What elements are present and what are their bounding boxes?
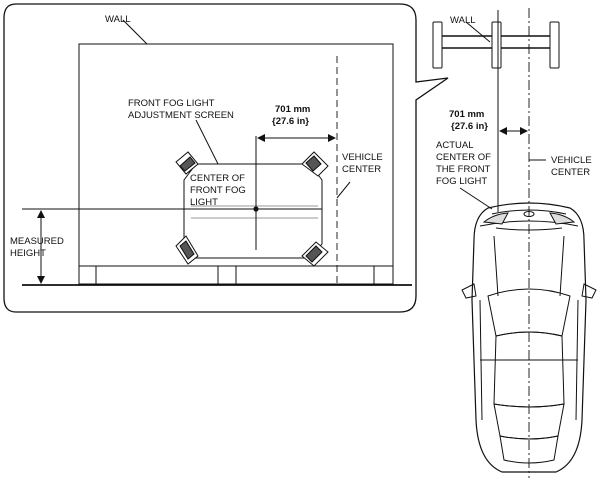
screen-stand (79, 265, 393, 285)
vehicle-center-leader (336, 181, 351, 199)
actual-center-label-line3: THE FRONT (436, 164, 491, 175)
actual-center-leader (459, 187, 493, 210)
callout-frame (3, 3, 449, 313)
car-body-outline (471, 202, 587, 473)
screen-clamp-top-left (175, 151, 199, 175)
car-top-view (461, 202, 597, 473)
top-wall-label: WALL (450, 15, 476, 26)
screen-clamp-bottom-left (175, 235, 199, 265)
wall-label: WALL (105, 14, 131, 25)
top-wall-leader (465, 21, 491, 43)
distance-in-label: {27.6 in} (272, 116, 309, 127)
screen-clamp-top-right (301, 151, 329, 177)
center-label-line2: FRONT FOG (190, 185, 246, 196)
top-distance-in-label: {27.6 in} (451, 121, 488, 132)
vehicle-center-label-line2: CENTER (342, 164, 381, 175)
screen-label-leader (195, 119, 219, 165)
actual-center-label-line2: CENTER OF (436, 152, 491, 163)
measured-height-label-line1: MEASURED (10, 236, 64, 247)
center-label-line3: LIGHT (190, 197, 218, 208)
screen-label-line2: ADJUSTMENT SCREEN (128, 110, 234, 121)
screen-clamp-bottom-right (301, 241, 329, 267)
top-vehicle-center-label-line2: CENTER (551, 167, 590, 178)
top-vehicle-center-label-line1: VEHICLE (551, 155, 592, 166)
screen-label-line1: FRONT FOG LIGHT (128, 98, 215, 109)
center-label-line1: CENTER OF (190, 173, 245, 184)
callout-panel: WALL FRONT FOG LIGHT ADJUSTMENT SCREEN (3, 3, 449, 313)
vehicle-center-label-line1: VEHICLE (342, 152, 383, 163)
measured-height-label-line2: HEIGHT (10, 248, 46, 259)
top-distance-mm-label: 701 mm (449, 109, 484, 120)
top-view-wall (432, 21, 560, 69)
actual-center-label-line1: ACTUAL (436, 140, 473, 151)
actual-center-label-line4: FOG LIGHT (436, 176, 487, 187)
distance-mm-label: 701 mm (275, 104, 310, 115)
fog-light-center-dot (253, 206, 259, 212)
wall-label-leader (122, 19, 148, 45)
top-view: WALL 701 mm {27.6 in} ACTUAL CENTER OF T… (432, 8, 597, 478)
